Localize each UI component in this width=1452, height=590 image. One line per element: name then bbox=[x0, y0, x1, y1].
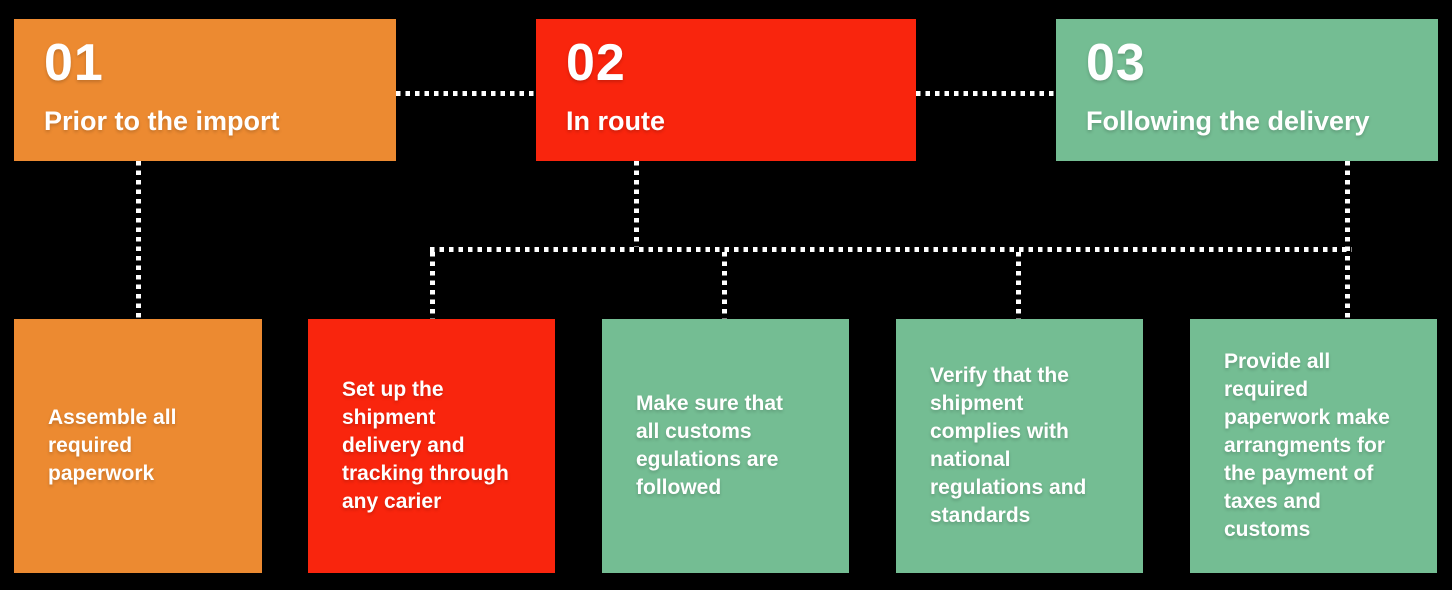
stage-box-following-delivery: 03 Following the delivery bbox=[1056, 19, 1438, 161]
stage-title-in-route: In route bbox=[566, 106, 665, 136]
stage-title-prior-to-import: Prior to the import bbox=[44, 106, 280, 136]
connector-stage1-to-card1 bbox=[136, 161, 141, 319]
card-text: Assemble all required paperwork bbox=[48, 406, 177, 485]
card-text: Make sure that all customs egulations ar… bbox=[636, 392, 784, 499]
card-verify-compliance: Verify that the shipment complies with n… bbox=[896, 319, 1143, 573]
stage-number-03: 03 bbox=[1086, 34, 1146, 92]
stage-box-in-route: 02 In route bbox=[536, 19, 916, 161]
stage-box-prior-to-import: 01 Prior to the import bbox=[14, 19, 396, 161]
card-customs-regulations: Make sure that all customs egulations ar… bbox=[602, 319, 849, 573]
connector-horizontal-bus bbox=[430, 247, 1352, 252]
stage-title-following-delivery: Following the delivery bbox=[1086, 106, 1370, 136]
card-provide-paperwork-payment: Provide all required paperwork make arra… bbox=[1190, 319, 1437, 573]
card-text: Provide all required paperwork make arra… bbox=[1224, 350, 1390, 541]
card-text: Set up the shipment delivery and trackin… bbox=[342, 378, 509, 513]
connector-stage1-to-stage2 bbox=[396, 91, 536, 96]
connector-bus-to-card2 bbox=[430, 252, 435, 319]
card-text: Verify that the shipment complies with n… bbox=[930, 364, 1087, 527]
connector-bus-to-card4 bbox=[1016, 252, 1021, 319]
connector-stage2-drop bbox=[634, 161, 639, 247]
connector-stage3-to-card5 bbox=[1345, 161, 1350, 319]
card-assemble-paperwork: Assemble all required paperwork bbox=[14, 319, 262, 573]
stage-number-01: 01 bbox=[44, 34, 104, 92]
card-setup-shipment: Set up the shipment delivery and trackin… bbox=[308, 319, 555, 573]
connector-stage2-to-stage3 bbox=[916, 91, 1056, 96]
connector-bus-to-card3 bbox=[722, 252, 727, 319]
stage-number-02: 02 bbox=[566, 34, 626, 92]
